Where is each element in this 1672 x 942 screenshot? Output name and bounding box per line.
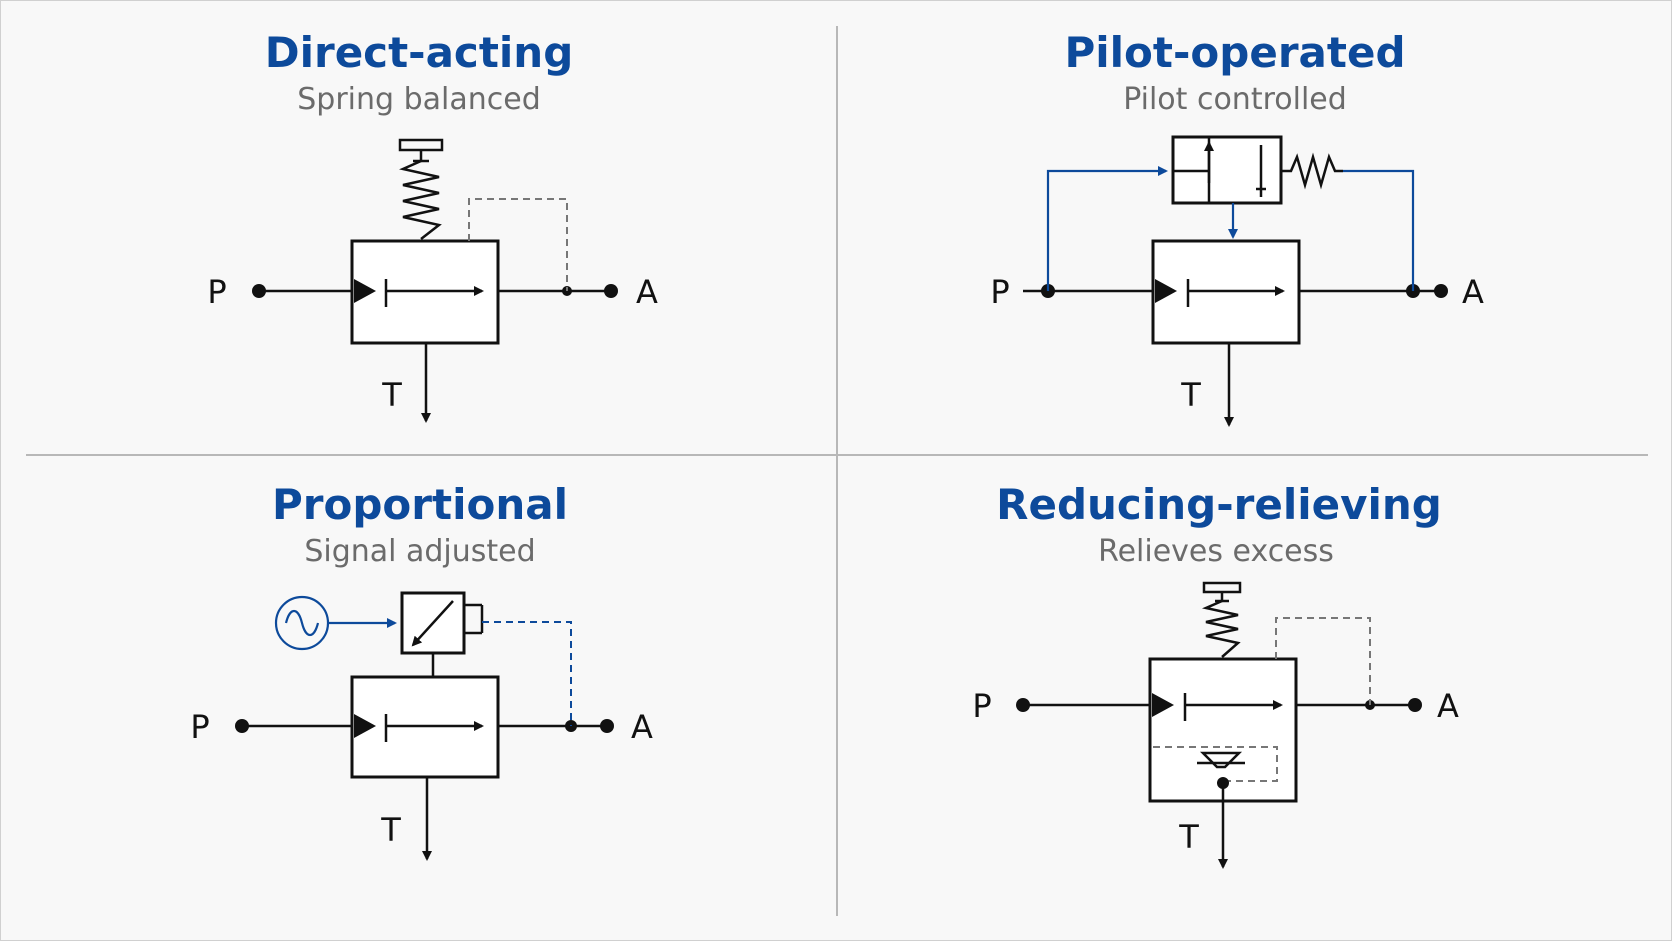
port-a-label: A bbox=[631, 708, 653, 746]
pilot-feedback-line bbox=[468, 198, 568, 291]
port-t-label: T bbox=[381, 376, 402, 414]
proportional-solenoid-icon bbox=[400, 591, 484, 655]
panel-title: Proportional bbox=[272, 480, 568, 529]
panel-subtitle: Pilot controlled bbox=[1123, 82, 1347, 117]
port-p-dot bbox=[252, 284, 266, 298]
port-t-label: T bbox=[1180, 376, 1201, 414]
port-a-label: A bbox=[1437, 687, 1459, 725]
panel-title: Direct-acting bbox=[265, 28, 574, 77]
relief-element-icon bbox=[1153, 746, 1278, 789]
adjust-knob-icon bbox=[398, 138, 444, 163]
pilot-spring-icon bbox=[1281, 152, 1343, 190]
port-t-label: T bbox=[1178, 818, 1199, 856]
port-p-label: P bbox=[972, 687, 991, 725]
panel-direct-acting: Direct-acting Spring balanced P A T bbox=[207, 28, 658, 423]
spring-icon bbox=[1201, 599, 1241, 658]
pilot-valve bbox=[1171, 135, 1283, 205]
port-a-label: A bbox=[1462, 273, 1484, 311]
port-a-dot bbox=[1434, 284, 1448, 298]
pilot-supply-line bbox=[1046, 166, 1168, 291]
port-p-label: P bbox=[207, 273, 226, 311]
port-p-dot bbox=[1016, 698, 1030, 712]
port-a-label: A bbox=[636, 273, 658, 311]
port-t-label: T bbox=[380, 811, 401, 849]
panel-subtitle: Relieves excess bbox=[1098, 534, 1334, 569]
flow-triangle-icon bbox=[354, 279, 376, 303]
panel-reducing-relieving: Reducing-relieving Relieves excess P A T bbox=[972, 480, 1459, 869]
port-p-label: P bbox=[190, 708, 209, 746]
spring-icon bbox=[399, 159, 442, 240]
panel-title: Pilot-operated bbox=[1064, 28, 1405, 77]
feedback-signal-line bbox=[482, 621, 572, 726]
panel-subtitle: Spring balanced bbox=[297, 82, 541, 117]
flow-triangle-icon bbox=[1152, 693, 1174, 717]
port-a-dot bbox=[1408, 698, 1422, 712]
panel-pilot-operated: Pilot-operated Pilot controlled P A T bbox=[990, 28, 1484, 427]
flow-triangle-icon bbox=[1155, 279, 1177, 303]
panel-proportional: Proportional Signal adjusted P A T bbox=[190, 480, 653, 861]
port-a-dot bbox=[600, 719, 614, 733]
pilot-feedback-line bbox=[1275, 617, 1371, 705]
pilot-feedback-line bbox=[1343, 169, 1415, 291]
panel-title: Reducing-relieving bbox=[996, 480, 1442, 529]
signal-source-icon bbox=[274, 595, 330, 651]
panel-subtitle: Signal adjusted bbox=[304, 534, 535, 569]
adjust-knob-icon bbox=[1202, 581, 1242, 603]
port-p-label: P bbox=[990, 273, 1009, 311]
port-p-dot bbox=[235, 719, 249, 733]
flow-triangle-icon bbox=[354, 714, 376, 738]
port-a-dot bbox=[604, 284, 618, 298]
